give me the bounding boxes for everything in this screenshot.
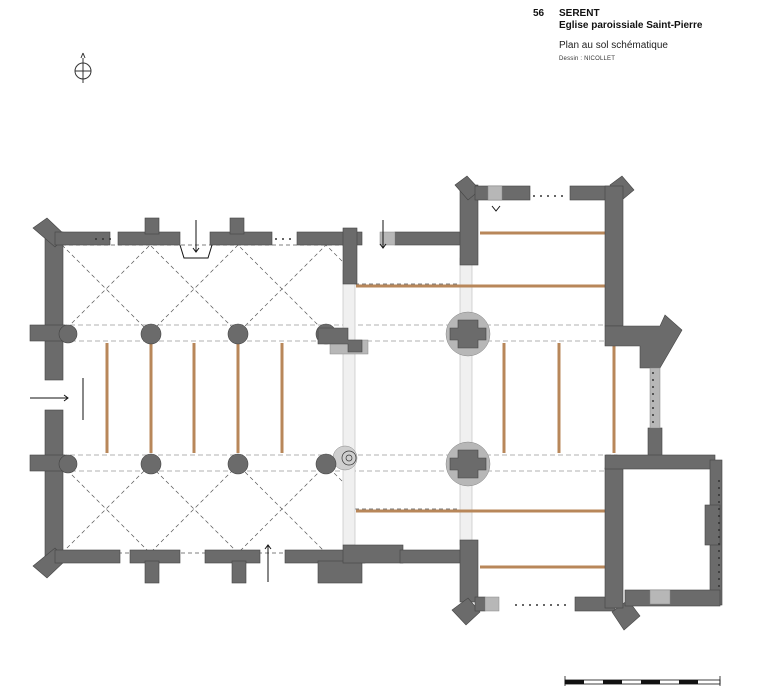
crossing-pier-south	[449, 449, 487, 479]
pillar	[315, 453, 337, 475]
spiral-stair-icon	[341, 450, 357, 466]
plan-type: Plan au sol schématique	[559, 40, 668, 51]
west-wall-south	[44, 409, 64, 561]
scale-bar	[564, 676, 721, 686]
commune-name: SERENT	[559, 8, 600, 19]
title-block: 56 SERENT Eglise paroissiale Saint-Pierr…	[0, 0, 768, 80]
pillar	[140, 323, 162, 345]
pillar	[58, 454, 78, 474]
ceiling-beams	[105, 231, 616, 569]
drawing-credit: Dessin : NICOLLET	[559, 56, 616, 62]
department-number: 56	[533, 8, 545, 19]
entrances	[30, 205, 501, 582]
west-wall-north	[44, 231, 64, 381]
walls	[29, 175, 723, 631]
arcade-lines	[61, 257, 618, 546]
crossing-pier-north	[449, 319, 487, 349]
pillar	[58, 324, 78, 344]
pillars	[58, 319, 487, 479]
pillar	[140, 453, 162, 475]
pillar	[227, 453, 249, 475]
windows	[95, 195, 720, 606]
pillar	[227, 323, 249, 345]
vault-ribs	[61, 244, 467, 554]
building-name: Eglise paroissiale Saint-Pierre	[559, 20, 703, 31]
north-arrow-icon	[74, 52, 92, 83]
